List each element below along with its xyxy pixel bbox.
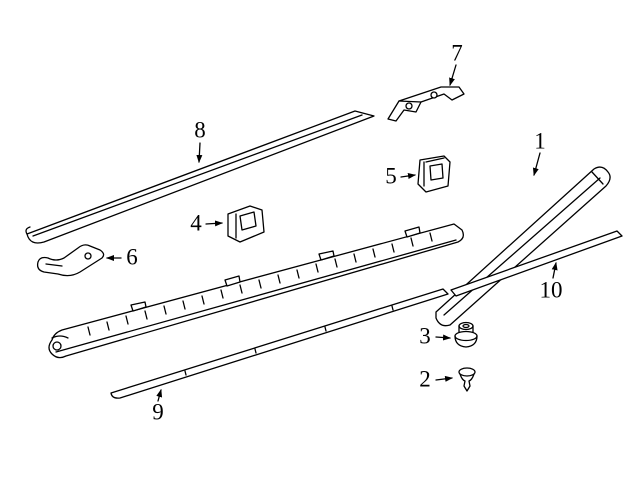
callout-label-10: 10	[539, 277, 563, 303]
part-7-bracket	[388, 87, 464, 121]
part-9-trim-strip	[111, 289, 448, 398]
callout-1-arrow	[532, 153, 540, 176]
callout-arrows	[106, 65, 558, 401]
callout-label-4: 4	[190, 210, 202, 236]
part-5-clip	[418, 156, 450, 192]
callout-label-6: 6	[126, 244, 138, 270]
part-8-molding-strip	[26, 111, 374, 243]
part-3-grommet	[455, 323, 477, 348]
callout-4-arrow	[206, 220, 223, 227]
part-10-trim-strip	[451, 231, 622, 296]
part-4-clip	[228, 206, 264, 242]
part-6-end-piece	[38, 245, 104, 276]
callout-7-arrow	[449, 65, 456, 86]
callout-label-3: 3	[419, 323, 431, 349]
callout-label-9: 9	[152, 399, 164, 425]
callout-9-arrow	[156, 389, 163, 401]
callout-10-arrow	[551, 262, 558, 278]
callout-8-arrow	[196, 143, 203, 163]
callout-label-7: 7	[451, 40, 463, 66]
callout-3-arrow	[436, 334, 451, 341]
callout-label-2: 2	[419, 366, 431, 392]
callout-2-arrow	[436, 375, 453, 382]
part-2-push-pin	[459, 368, 475, 391]
callout-label-8: 8	[194, 117, 206, 143]
callout-5-arrow	[401, 173, 416, 179]
callout-label-1: 1	[534, 128, 546, 154]
callout-label-5: 5	[385, 163, 397, 189]
main-rocker-panel	[49, 224, 463, 358]
